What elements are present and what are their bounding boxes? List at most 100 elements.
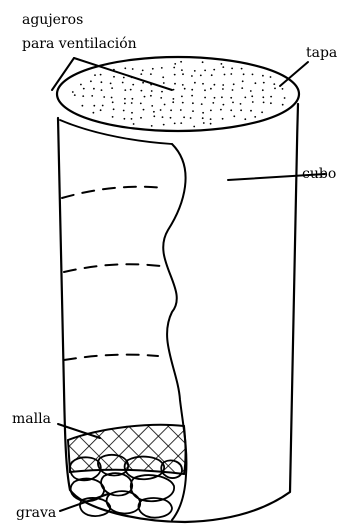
ventilation-hole <box>250 110 252 112</box>
ventilation-hole <box>181 96 183 98</box>
bucket-label: cubo <box>302 166 336 182</box>
ventilation-hole <box>233 115 235 117</box>
vent-leader-right <box>74 58 172 90</box>
mesh-label: malla <box>12 411 51 427</box>
ventilation-hole <box>153 115 155 117</box>
ventilation-hole <box>174 83 176 85</box>
ventilation-hole <box>240 103 242 105</box>
ventilation-hole <box>182 73 184 75</box>
ventilation-hole <box>182 84 184 86</box>
ventilation-hole <box>244 97 246 99</box>
ventilation-hole <box>230 97 232 99</box>
ventilation-hole <box>282 88 284 90</box>
ventilation-hole <box>191 89 193 91</box>
ventilation-hole <box>101 89 103 91</box>
ventilation-hole <box>180 61 182 63</box>
ventilation-hole <box>184 88 186 90</box>
ventilation-hole <box>140 73 142 75</box>
ventilation-hole <box>230 73 232 75</box>
ventilation-hole <box>170 117 172 119</box>
ventilation-hole <box>180 122 182 124</box>
ventilation-hole <box>204 89 206 91</box>
ventilation-hole <box>122 82 124 84</box>
ventilation-hole <box>263 82 265 84</box>
ventilation-hole <box>142 82 144 84</box>
ventilation-hole <box>173 98 175 100</box>
ventilation-hole <box>224 74 226 76</box>
level-line-3 <box>64 355 158 360</box>
ventilation-hole <box>231 68 233 70</box>
ventilation-hole <box>80 84 82 86</box>
ventilation-hole <box>141 90 143 92</box>
ventilation-hole <box>191 95 193 97</box>
ventilation-holes <box>72 61 286 128</box>
ventilation-hole <box>210 88 212 90</box>
ventilation-hole <box>254 116 256 118</box>
ventilation-hole <box>193 126 195 128</box>
ventilation-hole <box>140 103 142 105</box>
ventilation-hole <box>113 108 115 110</box>
ventilation-hole <box>83 88 85 90</box>
ventilation-hole <box>163 124 165 126</box>
ventilation-hole <box>110 83 112 85</box>
ventilation-hole <box>212 102 214 104</box>
ventilation-hole <box>204 97 206 99</box>
ventilation-hole <box>222 66 224 68</box>
ventilation-hole <box>191 75 193 77</box>
ventilation-hole <box>174 63 176 65</box>
ventilation-hole <box>274 88 276 90</box>
ventilation-hole <box>101 81 103 83</box>
ventilation-hole <box>222 88 224 90</box>
ventilation-hole <box>131 102 133 104</box>
ventilation-hole <box>112 101 114 103</box>
ventilation-hole <box>183 116 185 118</box>
ventilation-hole <box>173 67 175 69</box>
ventilation-hole <box>214 84 216 86</box>
ventilation-hole <box>270 96 272 98</box>
ventilation-hole <box>192 102 194 104</box>
ventilation-hole <box>255 82 257 84</box>
ventilation-hole <box>232 89 234 91</box>
ventilation-hole <box>94 74 96 76</box>
ventilation-hole <box>270 76 272 78</box>
ventilation-hole <box>93 112 95 114</box>
ventilation-hole <box>223 104 225 106</box>
mesh-layer <box>68 425 186 474</box>
ventilation-hole <box>124 118 126 120</box>
ventilation-hole <box>140 117 142 119</box>
ventilation-hole <box>82 95 84 97</box>
ventilation-hole <box>123 110 125 112</box>
ventilation-hole <box>82 105 84 107</box>
ventilation-hole <box>174 74 176 76</box>
ventilation-hole <box>160 97 162 99</box>
gravel-label: grava <box>16 505 56 521</box>
ventilation-hole <box>194 82 196 84</box>
ventilation-hole <box>210 110 212 112</box>
ventilation-hole <box>240 109 242 111</box>
ventilation-hole <box>153 111 155 113</box>
ventilation-hole <box>263 102 265 104</box>
ventilation-hole <box>161 67 163 69</box>
ventilation-hole <box>181 69 183 71</box>
vent-leader-left <box>52 58 74 90</box>
ventilation-hole <box>132 84 134 86</box>
lid-label: tapa <box>306 45 337 61</box>
ventilation-hole <box>222 118 224 120</box>
ventilation-hole <box>202 117 204 119</box>
ventilation-hole <box>210 123 212 125</box>
ventilation-hole <box>201 103 203 105</box>
ventilation-hole <box>284 97 286 99</box>
ventilation-hole <box>221 96 223 98</box>
ventilation-hole <box>221 63 223 65</box>
ventilation-hole <box>251 95 253 97</box>
ventilation-hole <box>150 95 152 97</box>
ventilation-hole <box>250 90 252 92</box>
ventilation-hole <box>162 76 164 78</box>
ventilation-hole <box>113 76 115 78</box>
ventilation-hole <box>270 102 272 104</box>
ventilation-hole <box>131 118 133 120</box>
ventilation-hole <box>124 89 126 91</box>
ventilation-hole <box>132 68 134 70</box>
ventilation-hole <box>214 97 216 99</box>
